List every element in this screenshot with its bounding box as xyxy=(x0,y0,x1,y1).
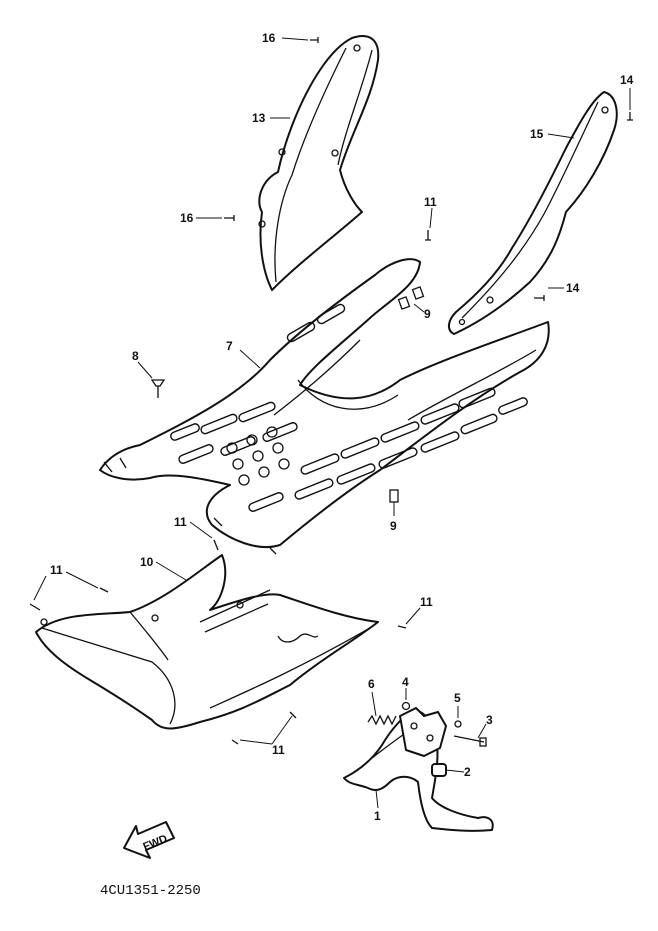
callout-11-bottom: 11 xyxy=(272,743,285,757)
callout-1: 1 xyxy=(374,809,381,823)
fastener-screws xyxy=(29,37,633,745)
side-cover-part-13 xyxy=(258,35,380,291)
callout-16-mid: 16 xyxy=(180,211,194,225)
callout-2: 2 xyxy=(464,765,471,779)
leader-lines xyxy=(33,37,631,809)
under-cover-part-10 xyxy=(35,554,379,730)
callout-labels: 16 13 16 14 15 11 9 14 7 8 9 11 10 11 11… xyxy=(50,31,634,823)
callout-10: 10 xyxy=(140,555,154,569)
fwd-arrow-icon: FWD xyxy=(123,821,175,859)
callout-3: 3 xyxy=(486,713,493,727)
drawing-code: 4CU1351-2250 xyxy=(100,883,201,899)
callout-9-bottom: 9 xyxy=(390,519,397,533)
callout-11-right: 11 xyxy=(420,595,433,609)
side-cover-part-15 xyxy=(448,91,618,335)
callout-14-top: 14 xyxy=(620,73,634,87)
callout-4: 4 xyxy=(402,675,409,689)
callout-5: 5 xyxy=(454,691,461,705)
callout-6: 6 xyxy=(368,677,375,691)
callout-9-top: 9 xyxy=(424,307,431,321)
callout-8: 8 xyxy=(132,349,139,363)
callout-11-left: 11 xyxy=(50,563,63,577)
callout-13: 13 xyxy=(252,111,266,125)
callout-16-top: 16 xyxy=(262,31,276,45)
floor-board-part-7 xyxy=(99,258,550,555)
main-stand-assembly xyxy=(343,701,494,832)
callout-15: 15 xyxy=(530,127,544,141)
callout-11-left-upper: 11 xyxy=(174,515,187,529)
callout-11-center: 11 xyxy=(424,195,437,209)
callout-14-right: 14 xyxy=(566,281,580,295)
callout-7: 7 xyxy=(226,339,233,353)
